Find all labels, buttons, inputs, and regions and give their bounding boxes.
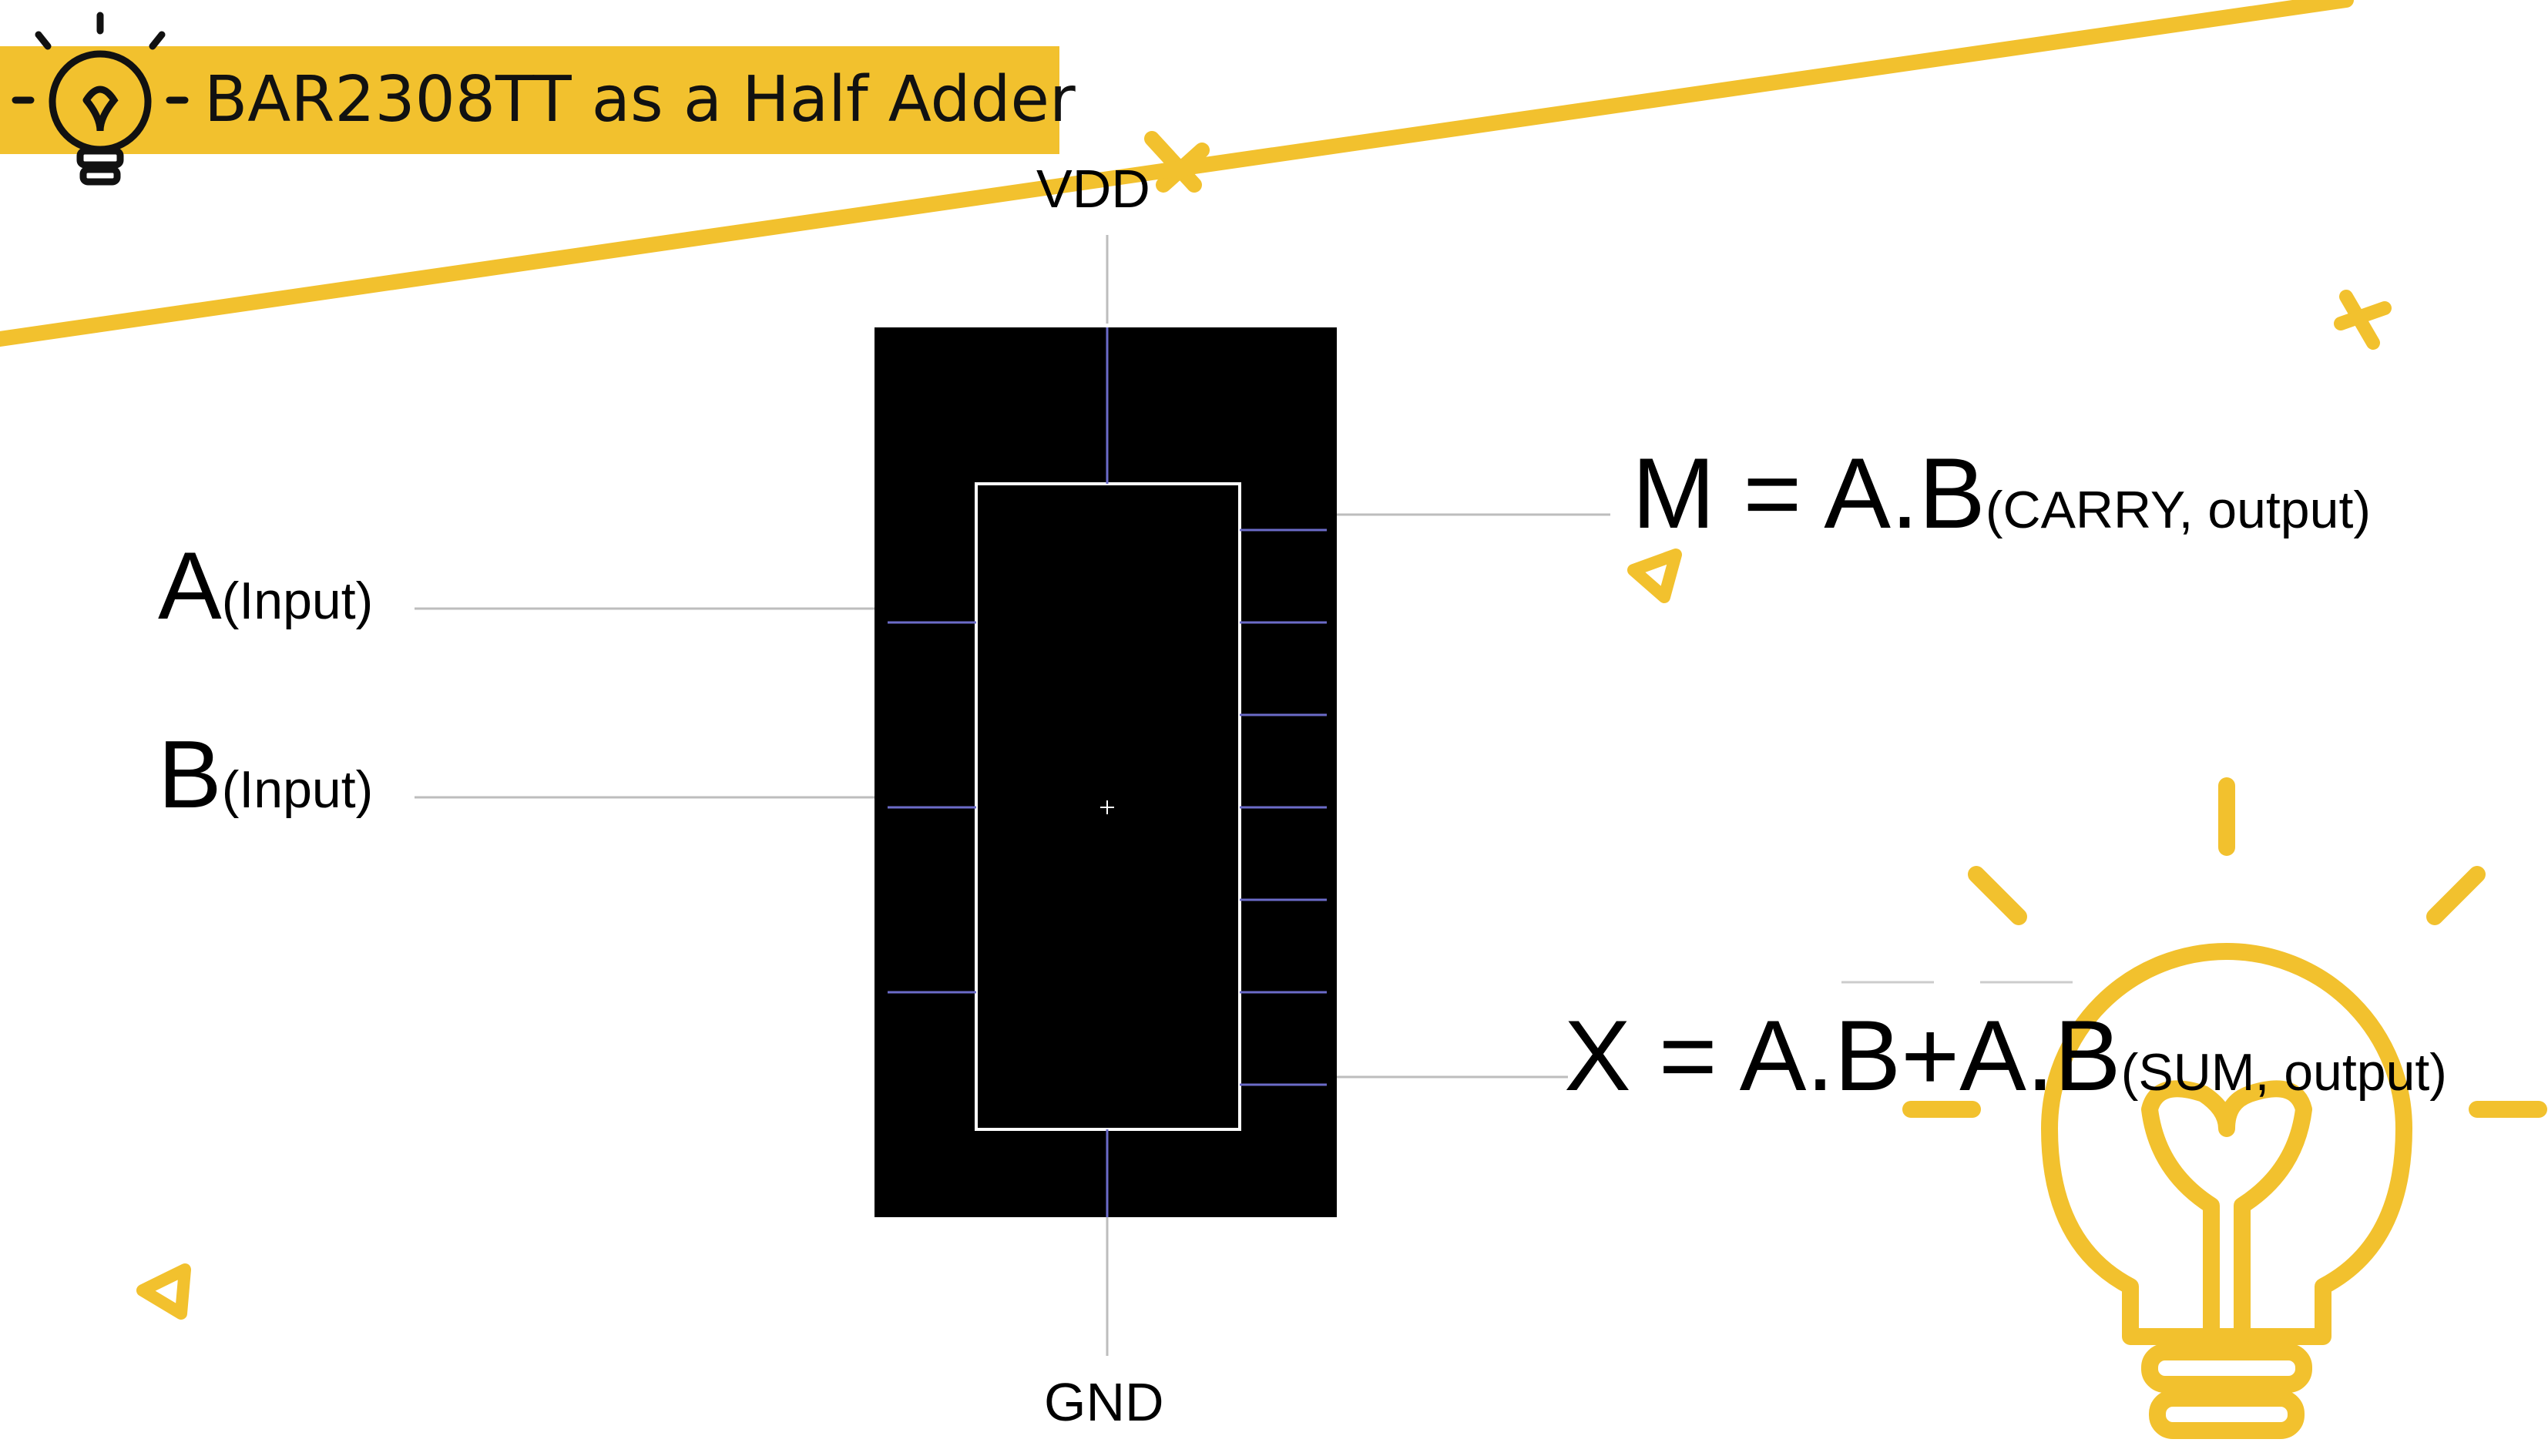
page-title: BAR2308TT as a Half Adder [204, 63, 1076, 136]
input-a-label: A(Input) [158, 532, 373, 641]
sum-note: (SUM, output) [2120, 1043, 2447, 1102]
triangle-deco-icon [1627, 549, 1682, 603]
cross-deco-icon [0, 0, 2354, 347]
carry-note: (CARRY, output) [1985, 481, 2371, 539]
triangle-deco-icon [136, 1263, 191, 1320]
gnd-label: GND [1044, 1372, 1164, 1432]
vdd-label: VDD [1036, 159, 1150, 219]
chip-pins [888, 327, 1327, 1217]
input-a-note: (Input) [221, 572, 374, 630]
chip-center-mark [1100, 800, 1114, 814]
input-b-note: (Input) [221, 760, 374, 819]
lightbulb-icon [1902, 777, 2547, 1439]
sum-equation: X = A.B+A.B [1564, 999, 2121, 1112]
carry-output-label: M = A.B(CARRY, output) [1632, 435, 2371, 551]
input-b-name: B [158, 722, 222, 828]
lightbulb-icon [12, 12, 189, 186]
carry-equation: M = A.B [1632, 437, 1986, 549]
input-a-name: A [158, 533, 222, 639]
sum-output-label: X = A.B+A.B(SUM, output) [1564, 998, 2447, 1113]
wires [415, 235, 1610, 1356]
cross-deco-icon [2334, 290, 2392, 350]
input-b-label: B(Input) [158, 720, 373, 830]
